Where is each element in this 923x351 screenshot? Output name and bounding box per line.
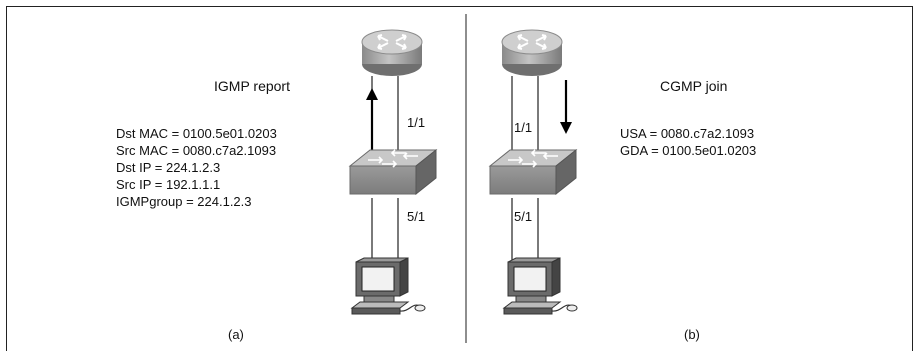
workstation-icon-a: [351, 257, 426, 315]
panel-a-field: IGMPgroup = 224.1.2.3: [116, 194, 252, 209]
panel-b-fields: USA = 0080.c7a2.1093 GDA = 0100.5e01.020…: [620, 125, 756, 159]
panel-a-field: Dst IP = 224.1.2.3: [116, 160, 221, 175]
panel-a-field: Dst MAC = 0100.5e01.0203: [116, 126, 277, 141]
workstation-icon-b: [503, 257, 578, 315]
panel-b-caption: (b): [684, 327, 700, 342]
panel-b-field: GDA = 0100.5e01.0203: [620, 143, 757, 158]
router-icon-a: [361, 29, 423, 77]
switch-icon-a: [349, 149, 437, 195]
panel-a-port-upper: 1/1: [407, 115, 426, 130]
arrow-up-icon: [366, 88, 378, 150]
panel-b-port-upper: 1/1: [514, 120, 533, 135]
switch-icon-b: [489, 149, 577, 195]
panel-a-fields: Dst MAC = 0100.5e01.0203 Src MAC = 0080.…: [116, 125, 277, 210]
figure-frame: [6, 6, 913, 351]
panel-a-field: Src MAC = 0080.c7a2.1093: [116, 143, 277, 158]
panel-b-field: USA = 0080.c7a2.1093: [620, 126, 755, 141]
panel-a-caption: (a): [228, 327, 244, 342]
router-icon-b: [501, 29, 563, 77]
panel-b-port-lower: 5/1: [514, 209, 533, 224]
panel-a-field: Src IP = 192.1.1.1: [116, 177, 221, 192]
panel-b-heading: CGMP join: [660, 78, 728, 94]
arrow-down-icon: [560, 80, 572, 134]
panel-a-port-lower: 5/1: [407, 209, 426, 224]
panel-a-heading: IGMP report: [214, 78, 290, 94]
